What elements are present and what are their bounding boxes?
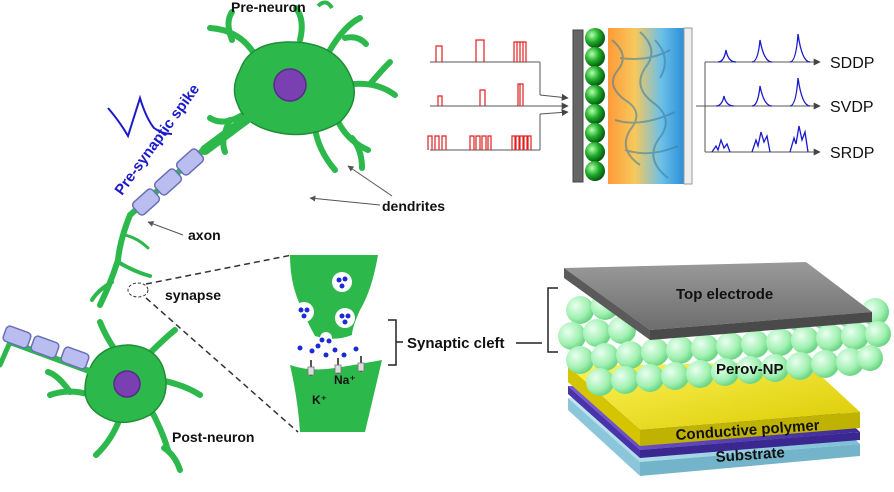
pre-neuron-label: Pre-neuron: [231, 0, 306, 15]
right-electrode: [683, 27, 693, 185]
pre-neuron-nucleus: [273, 68, 307, 102]
layered-device: [558, 262, 891, 476]
dendrites-label: dendrites: [382, 198, 445, 214]
zoom-line-top: [145, 254, 293, 285]
synapse-zoom: K⁺ Na⁺: [290, 255, 382, 432]
polymer-chains: [611, 31, 679, 179]
post-neuron-label: Post-neuron: [172, 429, 254, 445]
perov-np-balls: [558, 274, 891, 396]
spike-waveform-icon: [107, 94, 173, 139]
svdp-label: SVDP: [830, 99, 874, 116]
myelin-sheath: [131, 148, 205, 216]
pre-synaptic-terminal: [290, 255, 378, 339]
perov-np-label: Perov-NP: [716, 361, 784, 378]
output-responses: [711, 33, 811, 153]
post-neuron: [0, 319, 203, 473]
top-electrode-plate: [564, 262, 872, 330]
polymer-layer: [608, 28, 684, 184]
plasticity-device: SDDP SVDP SRDP: [427, 27, 874, 185]
input-pulse-trains: [427, 39, 532, 150]
synaptic-cleft-label: Synaptic cleft: [407, 335, 505, 352]
cleft-bracket: [388, 319, 403, 366]
device-bracket: [547, 287, 558, 353]
left-electrode: [572, 29, 584, 183]
synapse-label: synapse: [165, 287, 221, 303]
top-electrode-label: Top electrode: [676, 286, 773, 303]
sddp-label: SDDP: [830, 55, 874, 72]
potassium-ion-label: K⁺: [312, 393, 327, 407]
synapse-highlight: [127, 282, 149, 298]
sodium-ion-label: Na⁺: [334, 373, 356, 387]
perovskite-np-column: [585, 28, 605, 181]
substrate-label: Substrate: [715, 444, 785, 466]
post-myelin-sheath: [2, 325, 90, 370]
synaptic-vesicles: [294, 272, 359, 358]
srdp-label: SRDP: [830, 145, 874, 162]
post-synaptic-terminal: [290, 360, 382, 432]
pre-axon: [90, 143, 211, 308]
pre-neuron: [200, 5, 398, 173]
post-neuron-nucleus: [113, 370, 141, 398]
axon-label: axon: [188, 227, 221, 243]
zoom-line-bottom: [145, 297, 299, 433]
